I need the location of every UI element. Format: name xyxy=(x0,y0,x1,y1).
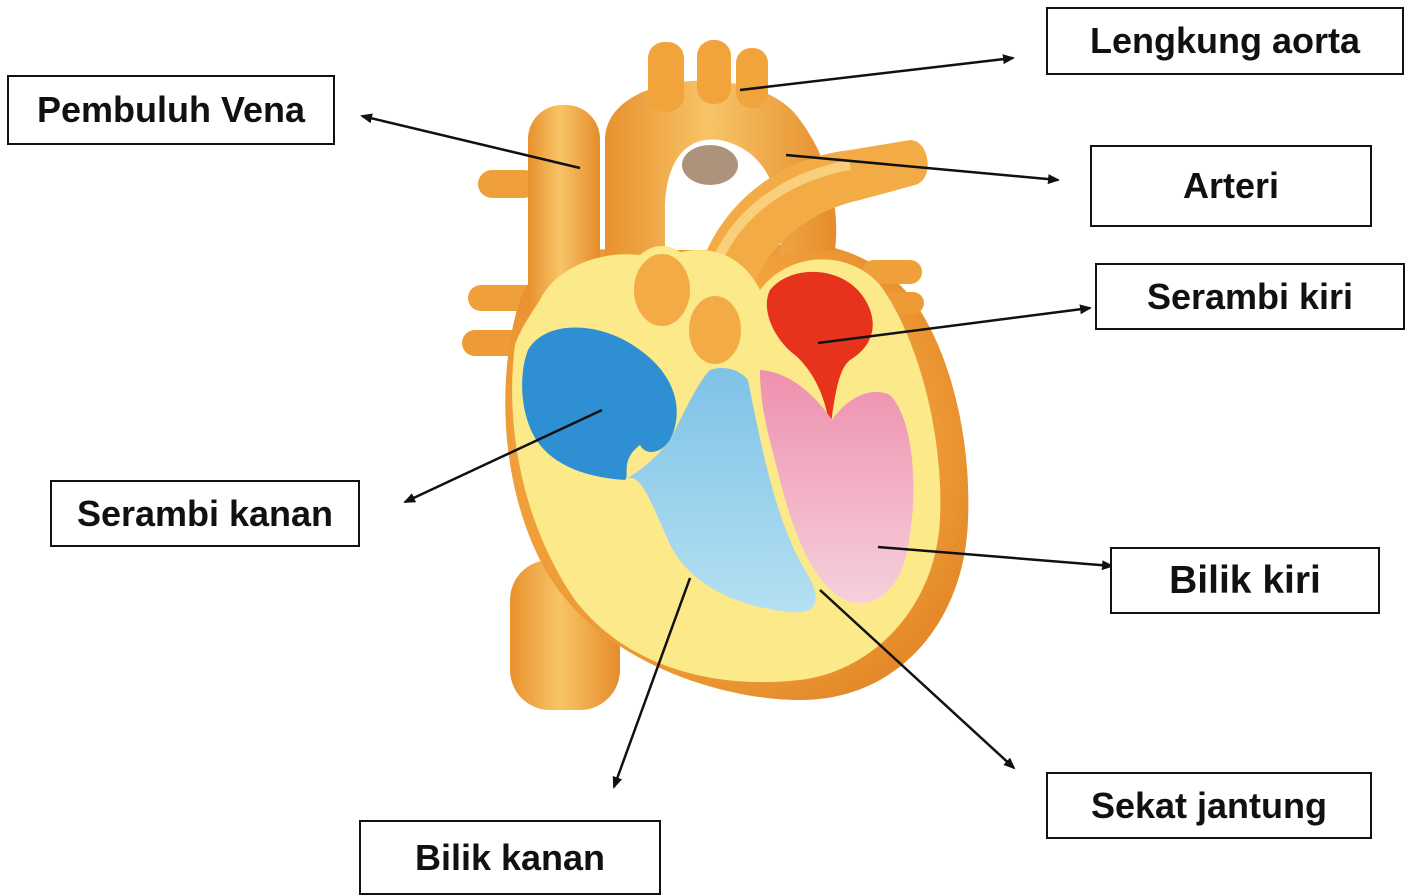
label-sekat-jantung: Sekat jantung xyxy=(1046,772,1372,839)
heart-illustration xyxy=(462,40,968,710)
label-lengkung-aorta: Lengkung aorta xyxy=(1046,7,1404,75)
arch-shadow xyxy=(682,145,738,185)
label-bilik-kiri: Bilik kiri xyxy=(1110,547,1380,614)
label-arteri: Arteri xyxy=(1090,145,1372,227)
aorta-branch-2 xyxy=(697,40,731,104)
valve-ring-center xyxy=(685,292,745,368)
arrow-lengkung-aorta xyxy=(740,58,1013,90)
label-bilik-kanan: Bilik kanan xyxy=(359,820,661,895)
label-pembuluh-vena: Pembuluh Vena xyxy=(7,75,335,145)
aorta-branch-1 xyxy=(648,42,684,112)
aorta-branch-3 xyxy=(736,48,768,108)
label-serambi-kanan: Serambi kanan xyxy=(50,480,360,547)
label-serambi-kiri: Serambi kiri xyxy=(1095,263,1405,330)
